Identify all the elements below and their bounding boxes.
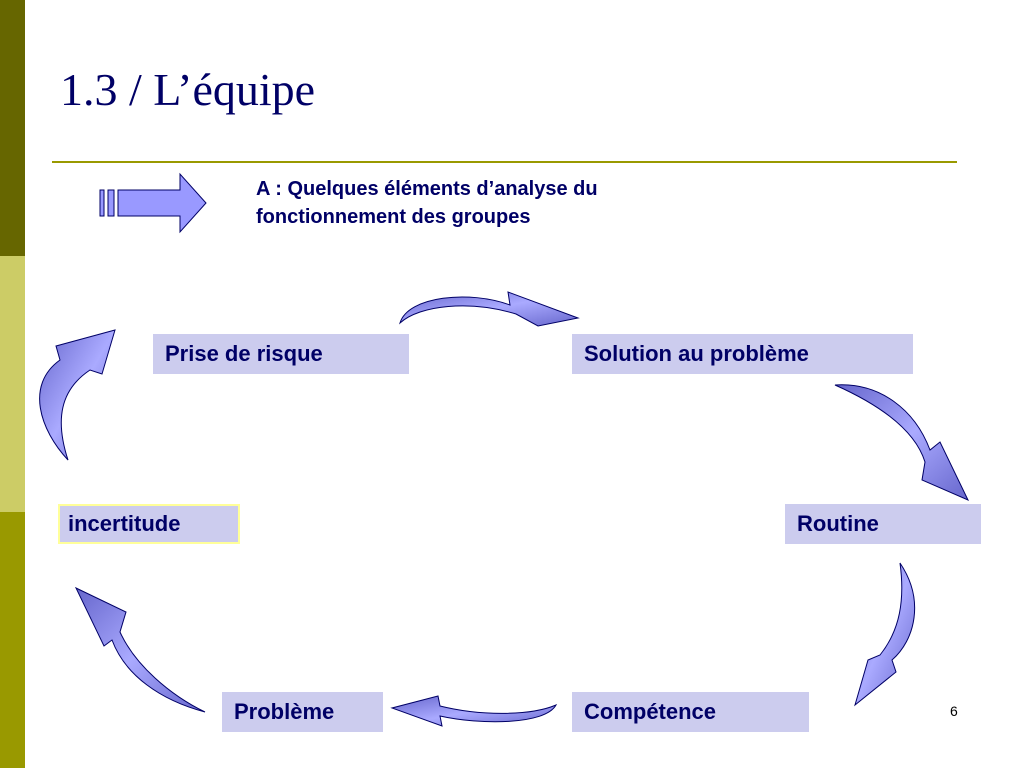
curved-arrow-icon	[834, 384, 970, 501]
curved-arrow-icon	[74, 586, 206, 713]
title-divider	[52, 161, 957, 163]
curved-arrow-icon	[39, 329, 116, 461]
cycle-box-routine: Routine	[785, 504, 981, 544]
slide-title: 1.3 / L’équipe	[60, 64, 316, 115]
curved-arrow-icon	[399, 291, 580, 327]
curved-arrow-icon	[390, 695, 558, 727]
accent-band-top	[0, 0, 25, 256]
cycle-box-probleme: Problème	[222, 692, 383, 732]
cycle-box-solution: Solution au problème	[572, 334, 913, 374]
accent-band-middle	[0, 256, 25, 512]
cycle-box-incertitude: incertitude	[58, 504, 240, 544]
accent-band-bottom	[0, 512, 25, 768]
section-subtitle: A : Quelques éléments d’analyse du fonct…	[256, 178, 598, 228]
cycle-box-competence: Compétence	[572, 692, 809, 732]
curved-arrow-icon	[854, 562, 915, 707]
cycle-box-prise-de-risque: Prise de risque	[153, 334, 409, 374]
striped-right-arrow-icon	[99, 172, 207, 234]
page-number: 6	[950, 703, 958, 719]
